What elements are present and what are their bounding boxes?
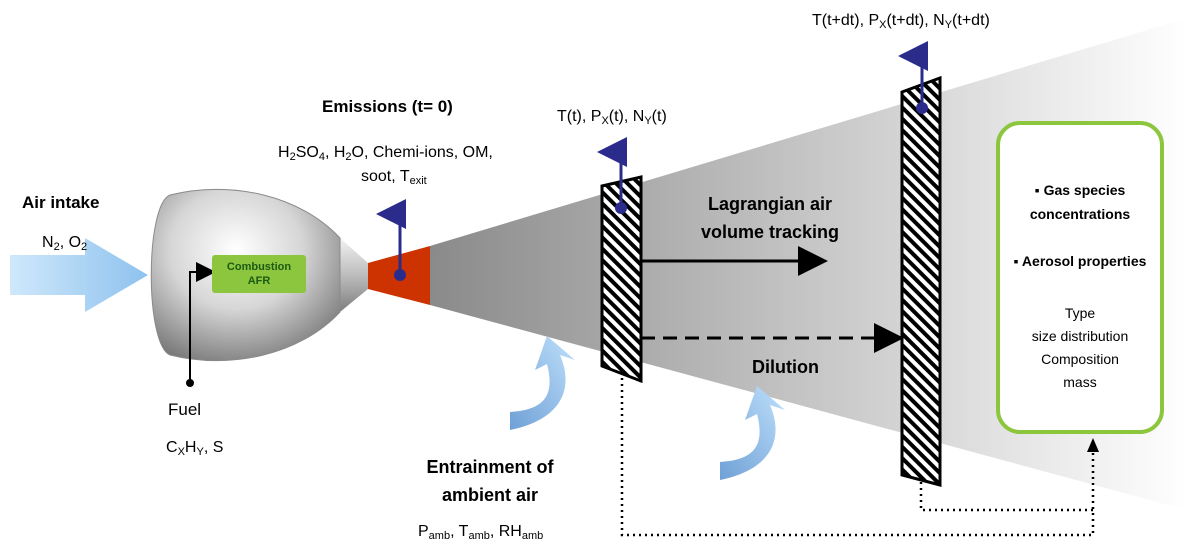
combustion-box: Combustion AFR [212,255,306,293]
aerosol-size-distribution: size distribution [1031,328,1129,344]
air-volume-t [600,175,643,384]
air-intake-arrow [10,238,148,312]
outputs-box: ▪ Gas species concentrations ▪ Aerosol p… [996,121,1164,434]
emissions-title: Emissions (t= 0) [322,97,453,116]
afr-label: AFR [247,275,271,287]
feedback-line-tdt [919,482,1093,512]
aerosol-mass: mass [1063,374,1097,390]
probe-tdt-dot [916,102,928,114]
air-intake-title: Air intake [22,193,100,212]
aerosol-properties-item: ▪ Aerosol properties [1013,253,1147,269]
entrainment-curl-arrow-1 [510,336,575,430]
emissions-probe-dot [394,269,406,281]
entrainment-curl-arrow-2 [720,386,785,480]
aerosol-composition: Composition [1041,351,1119,367]
ambient-conditions: Pamb, Tamb, RHamb [418,523,544,542]
state-t-label: T(t), PX(t), NY(t) [557,108,667,127]
gas-species-item: ▪ Gas species [1034,182,1126,198]
fuel-line [189,262,216,383]
fuel-inlet-dot [186,379,194,387]
probe-t-dot [615,202,627,214]
combustion-label: Combustion [226,261,292,273]
fuel-composition: CXHY, S [166,439,224,458]
gas-species-item-line2: concentrations [1029,206,1131,222]
air-volume-tdt [900,75,942,487]
engine-nozzle [340,238,368,312]
feedback-arrowhead [1087,438,1099,452]
entrainment-label: Entrainment of ambient air [426,457,554,505]
aerosol-type: Type [1064,305,1096,321]
emissions-species: H2SO4, H2O, Chemi-ions, OM, [278,144,493,163]
dilution-label: Dilution [752,357,819,377]
air-intake-gases: N2, O2 [42,234,88,253]
fuel-label: Fuel [168,400,202,419]
lagrangian-label: Lagrangian air volume tracking [700,194,840,242]
emissions-soot: soot, Texit [361,168,427,187]
state-tdt-label: T(t+dt), PX(t+dt), NY(t+dt) [812,12,990,31]
